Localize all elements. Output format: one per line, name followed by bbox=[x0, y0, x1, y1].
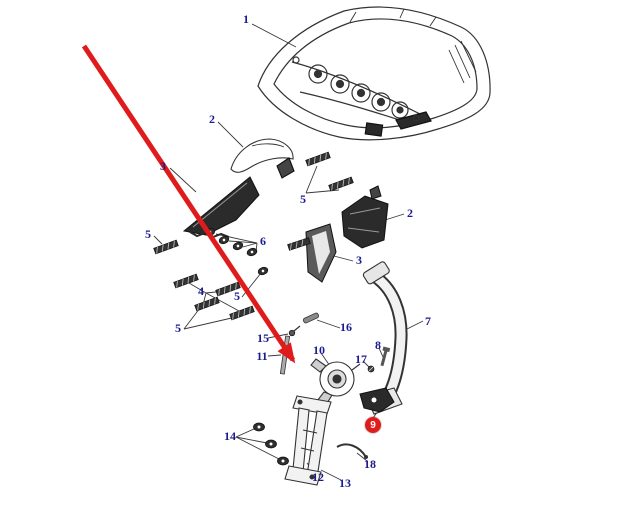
part-9-bracket-drawing bbox=[359, 387, 395, 413]
red-pointer-arrow bbox=[81, 44, 296, 364]
part-2-right-panel-drawing bbox=[341, 185, 389, 249]
callout-label-6-6: 6 bbox=[260, 234, 266, 248]
callout-label-2-1: 2 bbox=[209, 112, 215, 126]
callout-label-3-2: 3 bbox=[160, 159, 166, 173]
part-10-housing-drawing bbox=[310, 358, 361, 406]
callout-label-16-11: 16 bbox=[340, 320, 352, 334]
callout-label-2-4: 2 bbox=[407, 206, 413, 220]
callout-label-14-18: 14 bbox=[224, 429, 236, 443]
callout-label-15-12: 15 bbox=[257, 331, 269, 345]
callout-label-13-21: 13 bbox=[339, 476, 351, 490]
callout-label-17-16: 17 bbox=[355, 352, 367, 366]
callout-label-7-17: 7 bbox=[425, 314, 431, 328]
leader-lines bbox=[153, 23, 424, 481]
part-1-hood-drawing bbox=[257, 6, 491, 141]
callout-label-5-10: 5 bbox=[175, 321, 181, 335]
callout-label-10-13: 10 bbox=[313, 343, 325, 357]
part-16-pin-drawing bbox=[302, 312, 320, 324]
callout-label-4-8: 4 bbox=[198, 284, 204, 298]
part-9-highlight-badge[interactable]: 9 bbox=[365, 417, 381, 433]
callout-label-5-5: 5 bbox=[145, 227, 151, 241]
part-3-left-panel-drawing bbox=[182, 176, 260, 239]
callout-label-11-15: 11 bbox=[256, 349, 268, 363]
part-18-rod-drawing bbox=[336, 443, 368, 459]
callout-label-3-7: 3 bbox=[356, 253, 362, 267]
callout-label-5-3: 5 bbox=[300, 192, 306, 206]
part-2-left-deflector-drawing bbox=[230, 138, 295, 179]
part-3-right-panel-drawing bbox=[305, 223, 337, 283]
callout-label-8-14: 8 bbox=[375, 338, 381, 352]
callout-label-1-0: 1 bbox=[243, 12, 249, 26]
part-8-bolt-drawing bbox=[380, 346, 391, 367]
callout-label-12-20: 12 bbox=[312, 470, 324, 484]
part-14-grommets-drawing bbox=[253, 422, 289, 466]
part-15-fitting-drawing bbox=[288, 325, 301, 337]
part-13-support-bracket-drawing bbox=[284, 395, 332, 486]
part-4-5-seal-strips-drawing bbox=[153, 151, 354, 321]
part-17-screw-drawing bbox=[367, 365, 375, 373]
callout-label-18-19: 18 bbox=[364, 457, 376, 471]
callout-label-5-9: 5 bbox=[234, 289, 240, 303]
